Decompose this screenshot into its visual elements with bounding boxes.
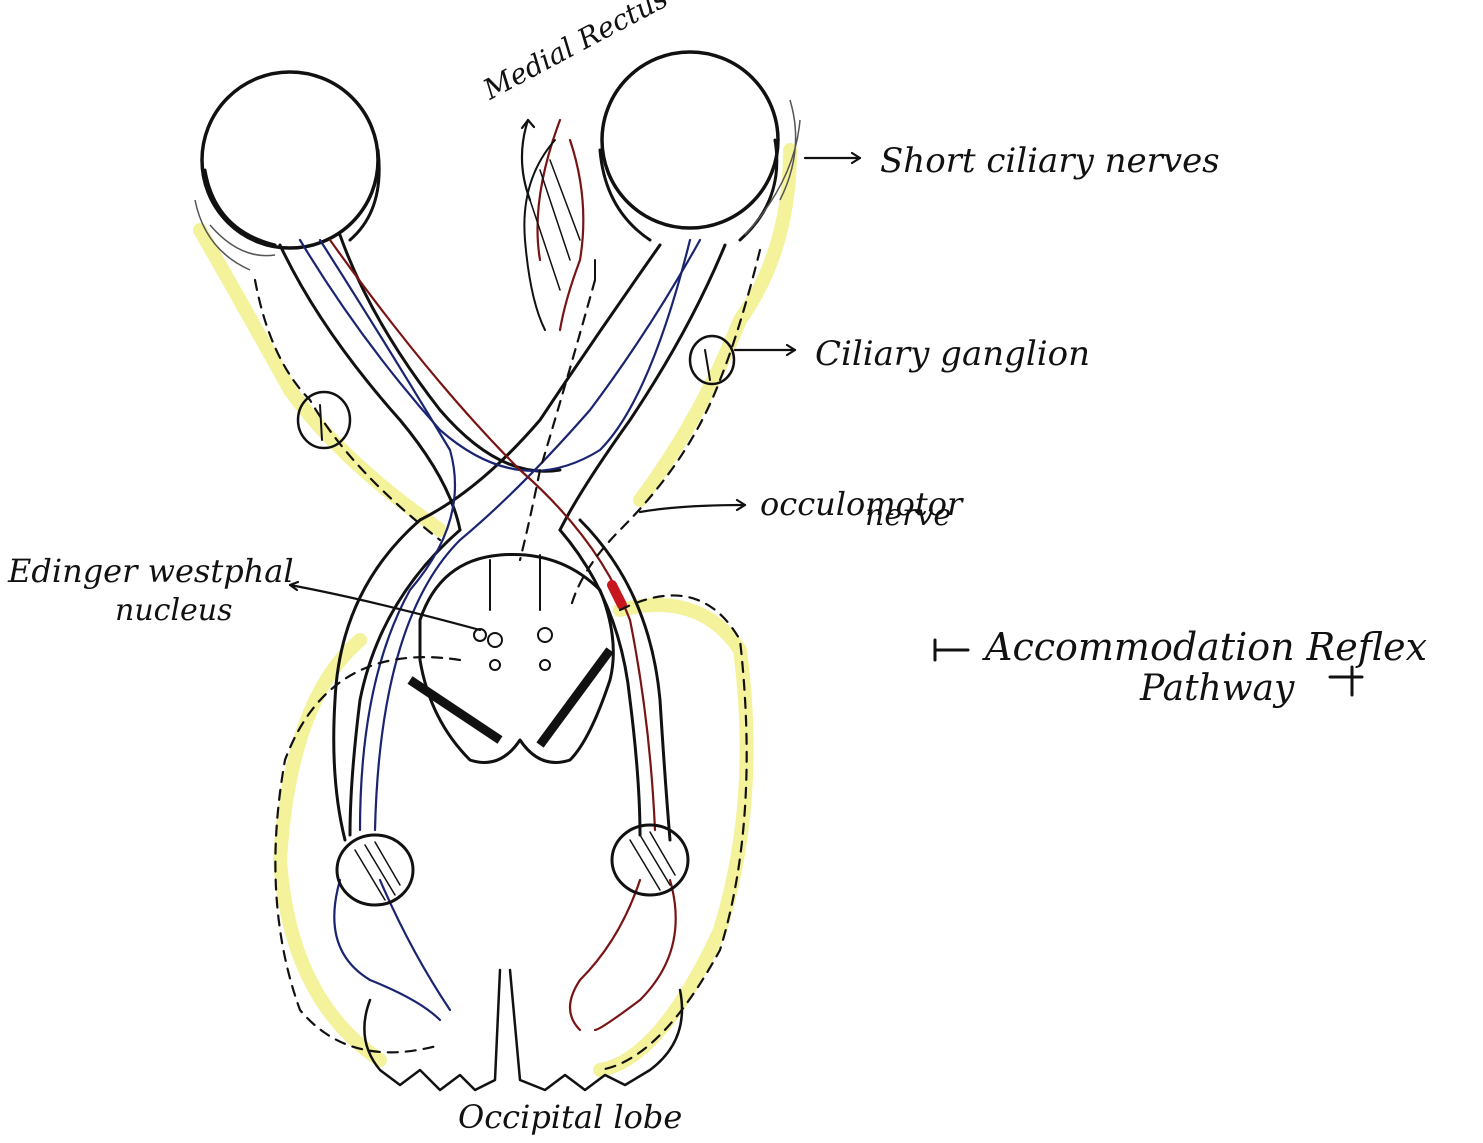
short-ciliary-nerves-label: Short ciliary nerves xyxy=(880,141,1220,181)
left-eyeball xyxy=(202,72,379,248)
edinger-westphal-label-line2: nucleus xyxy=(115,593,233,628)
oculomotor-nerve-label-line2: nerve xyxy=(865,498,951,533)
edinger-westphal-label-line1: Edinger westphal xyxy=(7,552,294,590)
ciliary-ganglion-label: Ciliary ganglion xyxy=(815,334,1090,374)
highlight-strokes xyxy=(200,150,790,1070)
ciliary-ganglia xyxy=(298,336,734,448)
title-block: Accommodation Reflex Pathway xyxy=(935,625,1427,709)
occipital-lobe xyxy=(364,970,682,1090)
medial-rectus-muscle xyxy=(524,140,595,330)
optic-chiasm xyxy=(280,235,725,840)
medial-rectus-label: Medial Rectus xyxy=(477,0,673,107)
occipital-lobe-label: Occipital lobe xyxy=(458,1098,682,1136)
short-ciliary-fibres xyxy=(195,100,800,270)
title-line1: Accommodation Reflex xyxy=(982,625,1427,669)
right-eyeball xyxy=(600,52,778,240)
title-line2: Pathway xyxy=(1139,668,1295,709)
lateral-geniculate-bodies xyxy=(337,825,688,905)
oculomotor-dashed-pathway xyxy=(255,250,760,1070)
